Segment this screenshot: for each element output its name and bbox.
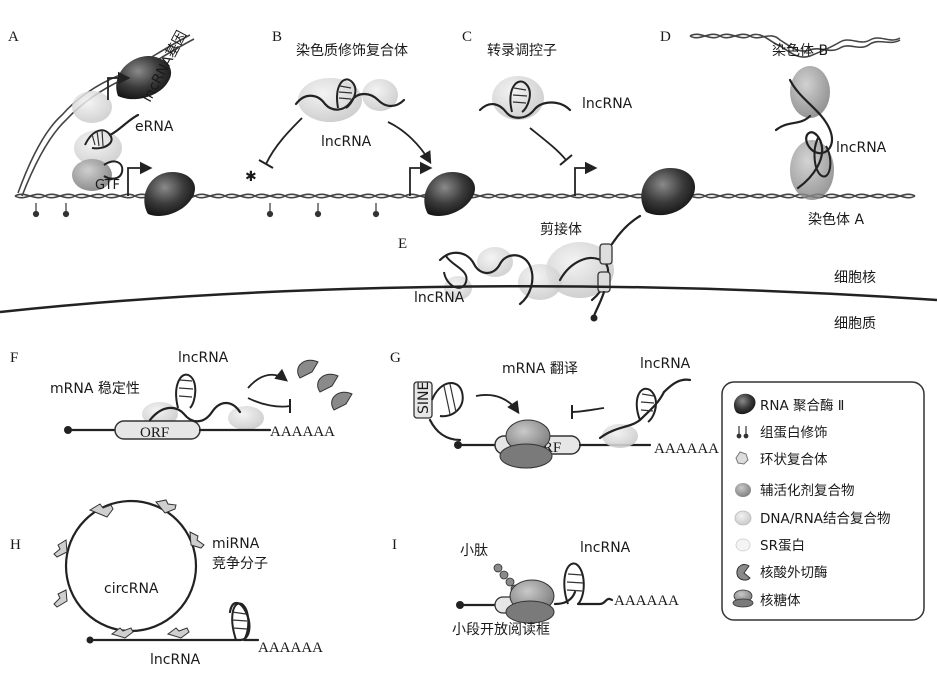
nucleus-label: 细胞核 [834, 270, 876, 286]
panel-letter-h: H [10, 537, 21, 553]
polya-label-f: AAAAAA [270, 424, 335, 440]
competitor-label: 竞争分子 [212, 555, 268, 572]
legend-ring-complex-icon [735, 451, 749, 465]
panel-d: D 染色体 B lncRNA 染色体 A [641, 29, 901, 228]
panel-a: A GTF eRNA lncRNA基因 [8, 28, 196, 217]
circrna-label: circRNA [104, 581, 159, 597]
lncrna-label-d: lncRNA [836, 140, 887, 156]
legend-sr-protein-icon [735, 538, 751, 552]
legend-exonuclease-icon [736, 563, 751, 581]
lncrna-label-f: lncRNA [178, 350, 229, 366]
erna-label: eRNA [135, 119, 174, 135]
exonuclease-icon [297, 359, 353, 411]
chromosome-a-label: 染色体 A [808, 211, 864, 228]
panel-letter-d: D [660, 29, 671, 45]
lncrna-label-i: lncRNA [580, 540, 631, 556]
gtf-label: GTF [95, 178, 120, 193]
sorf-label: 小段开放阅读框 [452, 621, 550, 638]
legend-label-coactivator-complex: 辅活化剂复合物 [760, 482, 855, 499]
panel-letter-a: A [8, 29, 19, 45]
legend-label-ring-complex: 环状复合体 [760, 451, 828, 468]
lncrna-label-h: lncRNA [150, 652, 201, 668]
lncrna-label-e: lncRNA [414, 290, 465, 306]
sine-label: SINE [416, 382, 432, 414]
mrna-translation-title: mRNA 翻译 [502, 361, 578, 377]
mrna-stability-title: mRNA 稳定性 [50, 381, 140, 397]
polya-label-g: AAAAAA [654, 441, 719, 457]
panel-g: G mRNA 翻译 lncRNA SINE ORF AAAAAA [390, 350, 719, 469]
panel-letter-b: B [272, 29, 282, 45]
legend-label-exonuclease: 核酸外切酶 [760, 565, 828, 581]
panel-b: B 染色质修饰复合体 lncRNA ✱ [245, 29, 476, 217]
ribosome-icon [499, 419, 553, 469]
polya-label-i: AAAAAA [614, 593, 679, 609]
legend-label-dna-rna-binding-complex: DNA/RNA结合复合物 [760, 510, 891, 527]
spliceosome-title: 剪接体 [540, 221, 582, 238]
legend-label-rna-polymerase: RNA 聚合酶 Ⅱ [760, 398, 844, 414]
legend-label-sr-protein: SR蛋白 [760, 538, 805, 554]
panel-letter-i: I [392, 537, 397, 553]
chromatin-modifier-title: 染色质修饰复合体 [296, 42, 408, 59]
blocked-mark: ✱ [245, 169, 257, 185]
mirna-label: miRNA [212, 536, 260, 552]
legend-label-histone-modification: 组蛋白修饰 [760, 425, 828, 441]
legend-ribosome-icon [732, 589, 754, 608]
orf-label-f: ORF [140, 425, 169, 441]
panel-letter-e: E [398, 236, 407, 252]
chromosome-b-label: 染色体 B [772, 42, 828, 59]
rna-polymerase-icon [116, 55, 172, 100]
histone-modification-marks [32, 203, 380, 218]
panel-letter-f: F [10, 350, 18, 366]
transcription-regulator-title: 转录调控子 [487, 43, 557, 59]
panel-c: C 转录调控子 lncRNA [462, 29, 633, 196]
panel-f: F mRNA 稳定性 lncRNA ORF AAAAAA [10, 350, 353, 441]
panel-i: I 小肽 lncRNA AAAAAA 小段开放阅读框 [392, 537, 679, 638]
small-peptide-label: 小肽 [460, 543, 488, 559]
nuclear-membrane [0, 284, 937, 314]
polya-label-h: AAAAAA [258, 640, 323, 656]
lncrna-label-b: lncRNA [321, 134, 372, 150]
panel-h: H miRNA 竞争分子 circRNA lncRNA AAAAAA [10, 499, 323, 668]
panel-letter-g: G [390, 350, 401, 366]
panel-letter-c: C [462, 29, 472, 45]
legend-box: RNA 聚合酶 Ⅱ 组蛋白修饰 环状复合体 辅活化剂复合物 DNA/RNA结合复… [721, 381, 925, 621]
cytoplasm-label: 细胞质 [834, 316, 876, 332]
legend-label-ribosome: 核糖体 [760, 593, 801, 609]
legend-coactivator-complex-icon [735, 483, 751, 497]
lncrna-label-c: lncRNA [582, 96, 633, 112]
circrna-ring [64, 499, 198, 633]
legend-dna-rna-binding-complex-icon [734, 510, 752, 526]
panel-e: E 剪接体 lncRNA [398, 214, 642, 322]
legend-histone-modification-icon [736, 426, 749, 439]
lncrna-label-g: lncRNA [640, 356, 691, 372]
legend-rna-polymerase-icon [733, 393, 756, 415]
